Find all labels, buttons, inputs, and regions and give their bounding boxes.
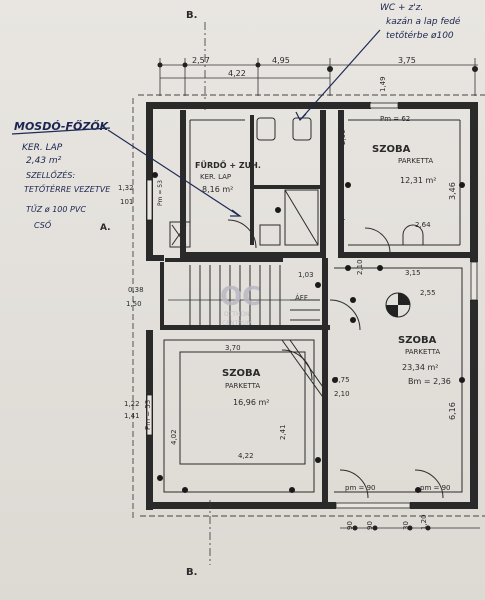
room-area-right: 23,34 m²	[402, 363, 438, 372]
dim-left-b: 4,02	[170, 429, 178, 445]
bottom-dimension-chain	[340, 525, 480, 531]
dim-left-d: 2,41	[279, 424, 287, 440]
dim-pm-b: Pm = 53	[144, 400, 152, 430]
room-floor-bath: KER. LAP	[200, 173, 231, 181]
dim-left-g: 0,38	[128, 286, 144, 294]
dim-right-c: 1,31	[338, 209, 346, 225]
dim-left-e: 6,16	[448, 402, 457, 420]
handnote-tr-line3: tetőtérbe ø100	[386, 30, 454, 41]
handnote-line3: SZELLŐZÉS:	[26, 169, 75, 180]
dim-mid-a: 1,03	[298, 271, 314, 279]
sanitary-fixtures	[169, 117, 424, 248]
room-extra-right: Bm = 2,36	[408, 377, 451, 386]
dim-left-i: 1,22	[124, 400, 140, 408]
dim-pm-e: pm = 90	[420, 484, 451, 492]
dim-right-b: 3,46	[448, 182, 457, 200]
room-name-left: SZOBA	[222, 368, 261, 379]
door-swings	[227, 219, 444, 499]
dim-bottom-c: 30	[402, 521, 410, 530]
dim-top-e: 1,49	[379, 76, 387, 92]
room-area-top-right: 12,31 m²	[400, 176, 436, 185]
section-mark-top: B.	[186, 10, 197, 21]
dim-bottom-b: 90	[366, 521, 374, 530]
handnote-tr-line2: kazán a lap fedé	[386, 16, 461, 27]
dim-small-a: 101	[120, 198, 133, 206]
room-floor-left: PARKETTA	[225, 382, 260, 390]
handnote-line2: 2,43 m²	[26, 156, 62, 166]
dim-left-c: 4,22	[238, 452, 254, 460]
dim-pm-d: pm = 90	[345, 484, 376, 492]
dim-stair: ÁFF	[295, 293, 308, 302]
handnote-line1: KER. LAP	[22, 143, 63, 153]
section-mark-left: A.	[100, 223, 111, 233]
room-name-right: SZOBA	[398, 335, 437, 346]
dim-bottom-d: 1,20	[420, 514, 428, 530]
dim-right-a: 2,00	[339, 129, 347, 145]
dim-pm-c: Pm = 62	[380, 115, 410, 123]
room-area-bath: 8,16 m²	[202, 185, 233, 194]
dim-left-a: 3,70	[225, 344, 241, 352]
room-floor-top-right: PARKETTA	[398, 157, 433, 165]
dim-right-d: 2,64	[415, 221, 431, 229]
stairs	[168, 265, 326, 401]
dim-left-j: 1,41	[124, 412, 140, 420]
room-floor-right: PARKETTA	[405, 348, 440, 356]
dim-left-h: 1,50	[126, 300, 142, 308]
room-area-left: 16,96 m²	[233, 398, 269, 407]
windows	[146, 102, 478, 509]
dim-left-l: 2,10	[334, 390, 350, 398]
handwritten-top-right-note: WC + z'z. kazán a lap fedé tetőtérbe ø10…	[295, 3, 461, 122]
dim-top-b: 4,95	[272, 56, 290, 65]
svg-text:OC: OC	[220, 282, 261, 312]
level-marker-symbol	[385, 292, 411, 318]
inner-outlines	[163, 119, 463, 493]
room-name-top-right: SZOBA	[372, 144, 411, 155]
watermark-logo: OC OTTHON CENTRUM	[220, 282, 261, 327]
dim-mid-d: 2,55	[420, 289, 436, 297]
handnote-line5: TŰZ ø 100 PVC	[26, 204, 86, 214]
column-markers	[152, 172, 465, 493]
handnote-tr-line1: WC + z'z.	[380, 3, 423, 13]
dim-pm-a: Pm = 53	[157, 180, 164, 206]
svg-text:CENTRUM: CENTRUM	[222, 320, 252, 327]
dim-left-k: 0,75	[334, 376, 350, 384]
room-name-bath: FÜRDŐ + ZUH.	[195, 160, 261, 170]
top-dimension-chain	[157, 58, 478, 96]
dim-mid-c: 3,15	[405, 269, 421, 277]
dim-top-a: 2,57	[192, 56, 210, 65]
handnote-line6: CSŐ	[34, 220, 52, 230]
handnote-line4: TETŐTÉRRE VEZETVE	[24, 183, 111, 194]
dim-top-d: 3,75	[398, 56, 416, 65]
dim-top-c: 4,22	[228, 69, 246, 78]
svg-text:OTTHON: OTTHON	[224, 311, 250, 318]
dim-left-f: 1,32	[118, 184, 134, 192]
section-mark-bottom: B.	[186, 567, 197, 578]
dim-bottom-a: 90	[346, 521, 354, 530]
dim-mid-b: 2,10	[356, 259, 364, 275]
handwritten-left-note: MOSDÓ-FŐZŐK KER. LAP 2,43 m² SZELLŐZÉS: …	[11, 119, 242, 230]
